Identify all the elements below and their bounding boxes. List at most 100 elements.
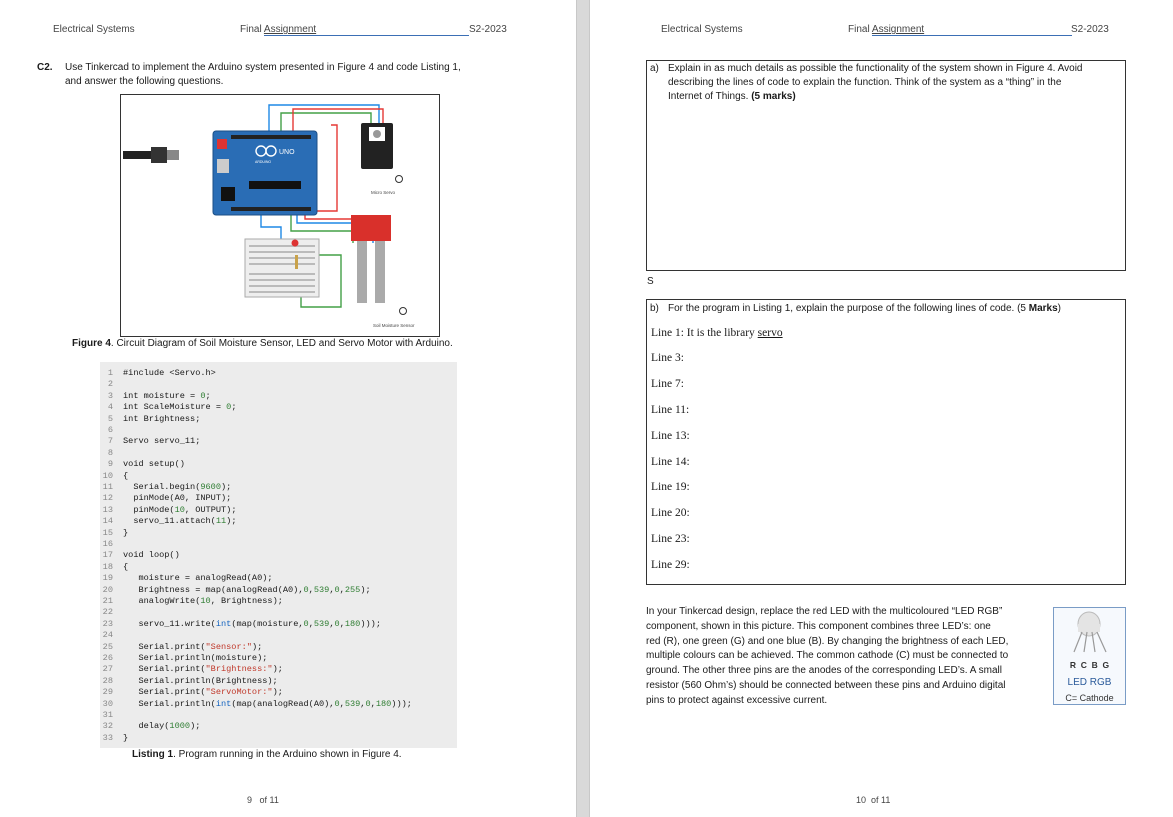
page-number-left: 9 of 11 [247,795,279,805]
code-token: ); [226,516,237,527]
code-line: 13 pinMode(10, OUTPUT); [100,504,237,516]
line-reference-label: Line 3: [651,352,684,364]
code-token: pinMode( [123,504,175,515]
code-token: 180 [344,618,361,629]
line-number: 2 [107,379,113,390]
code-token: , [308,584,314,595]
line-reference-label: Line 29: [651,559,690,571]
led-cathode-label: C= Cathode [1065,693,1114,703]
part-b-question: For the program in Listing 1, explain th… [668,303,1062,314]
arduino-logo-right [265,145,277,157]
code-token: "Brightness:" [205,664,273,675]
rgb-led-paragraph: In your Tinkercad design, replace the re… [646,605,1046,709]
code-token: servo_11.attach( [123,516,216,527]
line-number: 20 [102,584,113,595]
code-token: servo_11.write( [123,618,216,629]
code-token: 11 [215,516,227,527]
code-token: pinMode(A0, INPUT); [123,493,232,504]
code-line: 33} [100,732,129,744]
wire-blue-led [260,215,282,245]
line-number: 11 [102,482,113,492]
code-token: analogWrite( [123,596,201,606]
code-line: 2 [100,379,123,390]
line-number: 32 [102,721,113,732]
code-line: 12 pinMode(A0, INPUT); [100,493,232,504]
sensor-minus [399,307,407,315]
line-number: 3 [107,390,113,401]
code-token: , [370,698,376,709]
paragraph-line: pins to protect against excessive curren… [646,694,828,706]
line-reference-label: Line 7: [651,378,684,390]
line-number: 16 [102,539,113,549]
circuit-diagram: UNO ARDUINO Micro Servo Soil Moisture Se… [123,104,415,328]
code-token: int Brightness; [123,413,201,424]
line-1-answer: Line 1: It is the library servo [651,327,783,339]
code-token: 0 [303,584,309,595]
answer-box-a[interactable] [646,60,1126,271]
answer-box-b[interactable] [646,299,1126,585]
code-line: 16 [100,539,123,550]
line-number: 14 [102,516,113,527]
sensor-probe-right [375,241,385,303]
code-token: 539 [344,698,361,709]
line-reference-label: Line 19: [651,481,690,493]
code-line: 28 Serial.println(Brightness); [100,676,278,687]
line-number: 29 [102,687,113,698]
code-line: 32 delay(1000); [100,721,201,732]
header-rule-left [264,35,469,36]
code-line: 1#include <Servo.h> [100,368,216,379]
code-line: 14 servo_11.attach(11); [100,516,237,527]
paragraph-line: red (R), one green (G) and one blue (B).… [646,635,1009,647]
sensor-probe-left [357,241,367,303]
question-text-line1: Use Tinkercad to implement the Arduino s… [65,62,461,73]
line-reference-label: Line 23: [651,533,690,545]
code-token: , [329,584,335,595]
code-token: int moisture = [123,390,201,401]
line-number: 24 [102,630,113,641]
code-token: ))); [360,618,381,629]
line-number: 33 [102,732,113,743]
line-number: 9 [107,459,113,470]
line-number: 22 [102,607,113,618]
led-rgb-label: LED RGB [1067,677,1112,688]
code-token: ); [360,584,371,595]
part-a-line2: describing the lines of code to explain … [668,77,1062,88]
code-token: Servo servo_11; [123,436,201,447]
line-number: 27 [102,664,113,675]
line-number: 15 [102,527,113,538]
line-number: 8 [107,447,113,458]
line-reference-label: Line 11: [651,404,690,416]
line-number: 23 [102,618,113,629]
figure-caption: Figure 4. Circuit Diagram of Soil Moistu… [72,338,453,349]
code-line: 23 servo_11.write(int(map(moisture,0,539… [100,619,381,630]
code-token: 0 [200,390,206,401]
header-title-right: Final Assignment [848,24,925,35]
part-a-line3: Internet of Things. (5 marks) [668,91,796,102]
header-course-right: Electrical Systems [661,24,743,35]
code-token: , [360,698,366,709]
code-token: Serial.print( [123,664,206,675]
code-token: ); [221,482,232,492]
code-token: , [339,618,345,629]
paragraph-line: component, shown in this picture. This c… [646,620,991,632]
code-token: , Brightness); [210,596,283,606]
code-token: 539 [313,584,330,595]
resistor [295,255,298,269]
arduino-chip [249,181,301,189]
header-course-left: Electrical Systems [53,24,135,35]
line-number: 30 [102,698,113,709]
servo-shaft [373,130,381,138]
servo-minus [395,175,403,183]
line-number: 25 [102,641,113,652]
usb-cable [123,151,153,159]
code-token: 539 [313,618,330,629]
code-token: ); [272,664,283,675]
code-token: void loop() [123,550,180,561]
code-token: "Sensor:" [205,641,252,652]
code-token: delay( [123,721,170,732]
code-token: 10 [200,596,211,606]
code-token: Brightness = map(analogRead(A0), [123,584,304,595]
